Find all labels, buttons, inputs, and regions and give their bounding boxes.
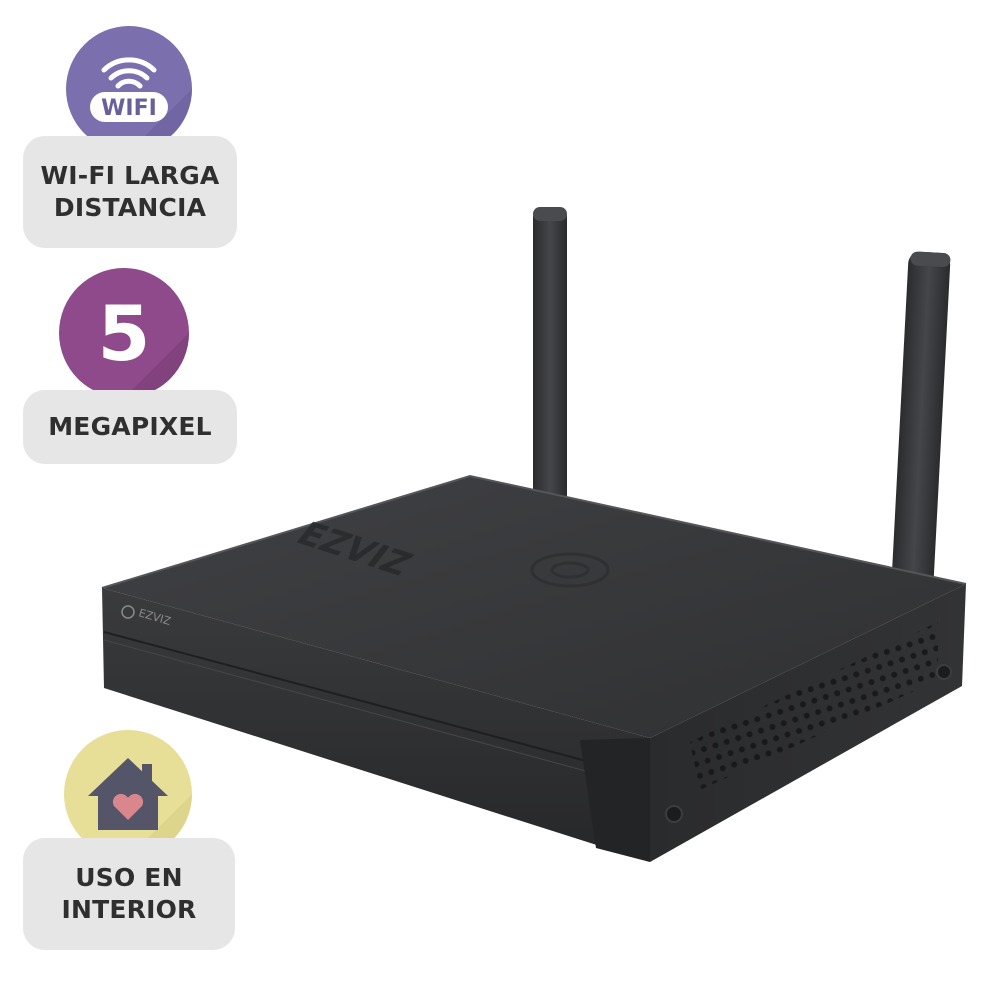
right-antenna xyxy=(891,251,951,588)
megapixel-badge-circle: 5 xyxy=(59,268,189,398)
wifi-label-line1: WI-FI LARGA xyxy=(40,161,220,190)
megapixel-number: 5 xyxy=(97,288,151,378)
indoor-label-line1: USO EN xyxy=(75,863,183,892)
indoor-badge-label: USO EN INTERIOR xyxy=(23,838,235,950)
wifi-icon-text: WIFI xyxy=(101,96,157,121)
device-front xyxy=(102,588,650,862)
megapixel-badge-label: MEGAPIXEL xyxy=(23,390,237,464)
top-logo-emboss xyxy=(530,552,610,588)
megapixel-label: MEGAPIXEL xyxy=(48,412,212,441)
side-vent xyxy=(690,622,938,790)
wifi-icon: WIFI xyxy=(90,57,192,152)
wifi-badge-label: WI-FI LARGA DISTANCIA xyxy=(23,136,237,248)
left-antenna xyxy=(533,207,567,507)
indoor-badge-circle xyxy=(64,730,192,858)
wifi-label-line2: DISTANCIA xyxy=(53,193,207,222)
wifi-badge-circle: WIFI xyxy=(66,26,192,152)
indoor-label-line2: INTERIOR xyxy=(61,895,197,924)
device-top xyxy=(102,476,966,738)
